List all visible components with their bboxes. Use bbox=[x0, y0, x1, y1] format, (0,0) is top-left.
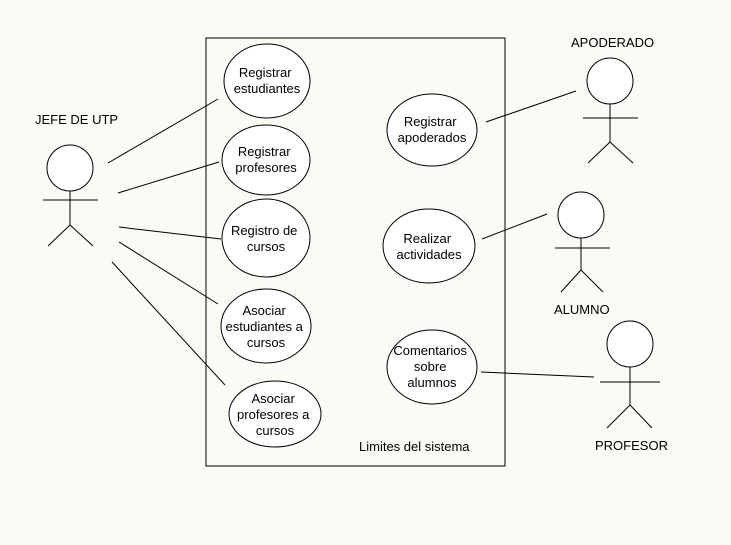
use-case-asociar-profesores-a-cursos[interactable]: Asociar profesores a cursos bbox=[228, 380, 322, 448]
system-boundary-box bbox=[205, 37, 506, 467]
stick-figure-icon bbox=[555, 191, 610, 293]
association-apoderado-registrar-apoderados bbox=[485, 90, 577, 123]
association-jefe-registrar-profesores bbox=[117, 161, 220, 194]
actor-jefe-de-utp[interactable]: JEFE DE UTP bbox=[35, 112, 118, 247]
use-case-ellipse bbox=[386, 93, 478, 167]
use-case-label: Asociar estudiantes a cursos bbox=[226, 303, 307, 350]
use-case-label: Registro de cursos bbox=[231, 223, 301, 254]
actor-alumno[interactable]: ALUMNO bbox=[554, 191, 610, 317]
actor-label: JEFE DE UTP bbox=[35, 112, 118, 127]
association-jefe-registro-de-cursos bbox=[118, 226, 222, 240]
use-case-ellipse bbox=[223, 43, 311, 119]
associations bbox=[107, 90, 595, 386]
association-jefe-asociar-estudiantes-a-cursos bbox=[118, 241, 219, 305]
use-case-registrar-estudiantes[interactable]: Registrar estudiantes bbox=[223, 43, 311, 119]
use-case-ellipse bbox=[386, 329, 478, 405]
use-case-ellipse bbox=[220, 288, 312, 364]
use-case-registrar-profesores[interactable]: Registrar profesores bbox=[221, 124, 311, 196]
stick-figure-icon bbox=[43, 144, 98, 247]
system-boundary-label: Limites del sistema bbox=[359, 439, 470, 454]
system-boundary: Limites del sistema bbox=[205, 37, 506, 467]
stick-figure-icon bbox=[583, 57, 638, 164]
use-case-asociar-estudiantes-a-cursos[interactable]: Asociar estudiantes a cursos bbox=[220, 288, 312, 364]
use-case-registrar-apoderados[interactable]: Registrar apoderados bbox=[386, 93, 478, 167]
use-case-registro-de-cursos[interactable]: Registro de cursos bbox=[221, 198, 311, 278]
association-jefe-registrar-estudiantes bbox=[107, 98, 219, 164]
use-case-label: Registrar apoderados bbox=[398, 114, 467, 145]
association-jefe-asociar-profesores-a-cursos bbox=[111, 261, 226, 386]
actor-apoderado[interactable]: APODERADO bbox=[571, 35, 654, 164]
use-case-ellipse bbox=[221, 198, 311, 278]
actor-label: ALUMNO bbox=[554, 302, 610, 317]
actor-label: APODERADO bbox=[571, 35, 654, 50]
stick-figure-icon bbox=[600, 320, 660, 429]
actor-profesor[interactable]: PROFESOR bbox=[595, 320, 668, 453]
association-profesor-comentarios-sobre-alumnos bbox=[480, 371, 595, 378]
use-case-ellipse bbox=[228, 380, 322, 448]
use-case-label: Registrar estudiantes bbox=[234, 65, 301, 96]
use-case-comentarios-sobre-alumnos[interactable]: Comentarios sobre alumnos bbox=[386, 329, 478, 405]
association-alumno-realizar-actividades bbox=[481, 213, 548, 240]
use-case-realizar-actividades[interactable]: Realizar actividades bbox=[382, 208, 476, 284]
use-case-label: Asociar profesores a cursos bbox=[237, 391, 313, 438]
use-case-label: Comentarios sobre alumnos bbox=[393, 343, 470, 390]
use-case-label: Realizar actividades bbox=[396, 231, 462, 262]
actor-label: PROFESOR bbox=[595, 438, 668, 453]
use-case-label: Registrar profesores bbox=[235, 144, 297, 175]
use-case-ellipse bbox=[382, 208, 476, 284]
use-case-ellipse bbox=[221, 124, 311, 196]
